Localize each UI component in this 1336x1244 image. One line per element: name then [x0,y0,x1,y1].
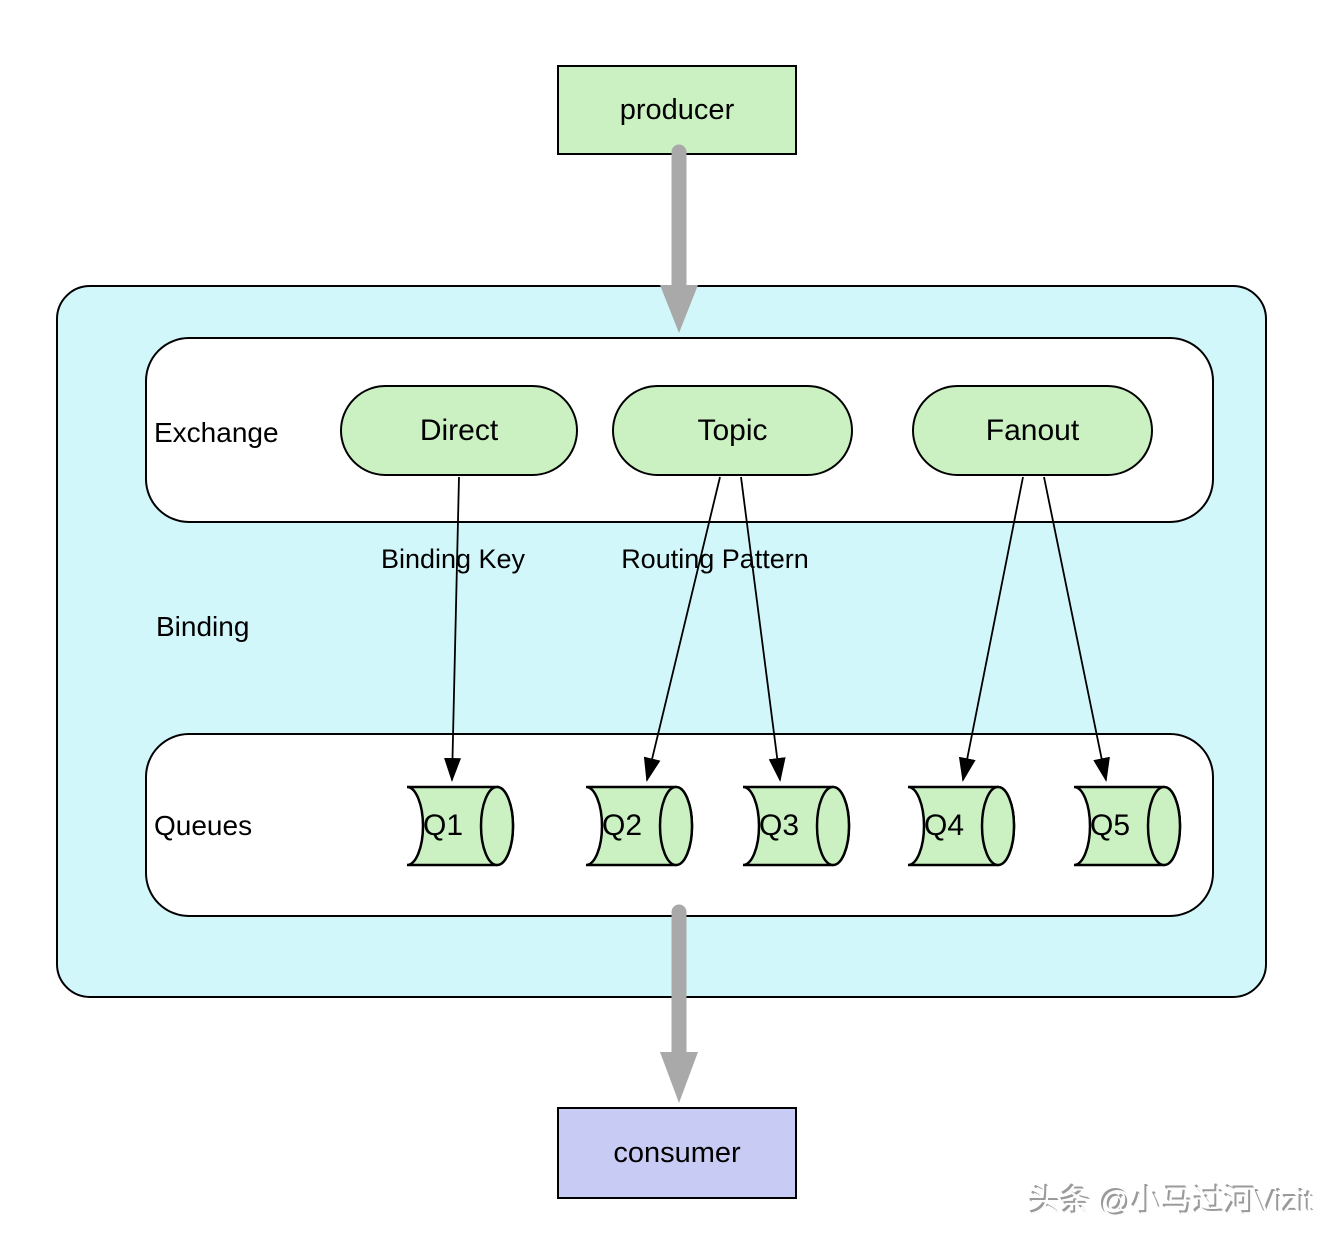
queue-cylinder-icon [742,785,851,867]
queue-node-q2: Q2 [570,785,694,867]
queue-label-q5: Q5 [1089,809,1131,842]
queue-label-q1: Q1 [422,809,464,842]
watermark-text: 头条 @小马过河Vizit [1029,1184,1314,1219]
queue-node-q5: Q5 [1058,785,1182,867]
queues-label: Queues [154,810,253,841]
queue-label-q3: Q3 [758,809,800,842]
routing-pattern-label: Routing Pattern [621,544,809,574]
queue-cylinder-icon [1073,785,1182,867]
queue-cylinder-icon [406,785,515,867]
consumer-label: consumer [613,1136,741,1169]
exchange-type-fanout: Fanout [912,385,1153,476]
binding-key-label: Binding Key [380,544,526,574]
direct-label: Direct [419,413,499,447]
consumer-node: consumer [557,1107,797,1199]
queue-node-q3: Q3 [727,785,851,867]
exchange-type-direct: Direct [340,385,578,476]
producer-node: producer [557,65,797,155]
queue-label-q2: Q2 [601,809,643,842]
queue-node-q4: Q4 [892,785,1016,867]
queue-cylinder-icon [907,785,1016,867]
fanout-label: Fanout [985,413,1080,447]
exchange-label: Exchange [154,417,279,448]
topic-label: Topic [697,413,768,447]
queue-node-q1: Q1 [391,785,515,867]
producer-label: producer [619,93,735,126]
queue-label-q4: Q4 [923,809,965,842]
exchange-type-topic: Topic [612,385,853,476]
queue-cylinder-icon [585,785,694,867]
binding-label: Binding [156,611,250,642]
